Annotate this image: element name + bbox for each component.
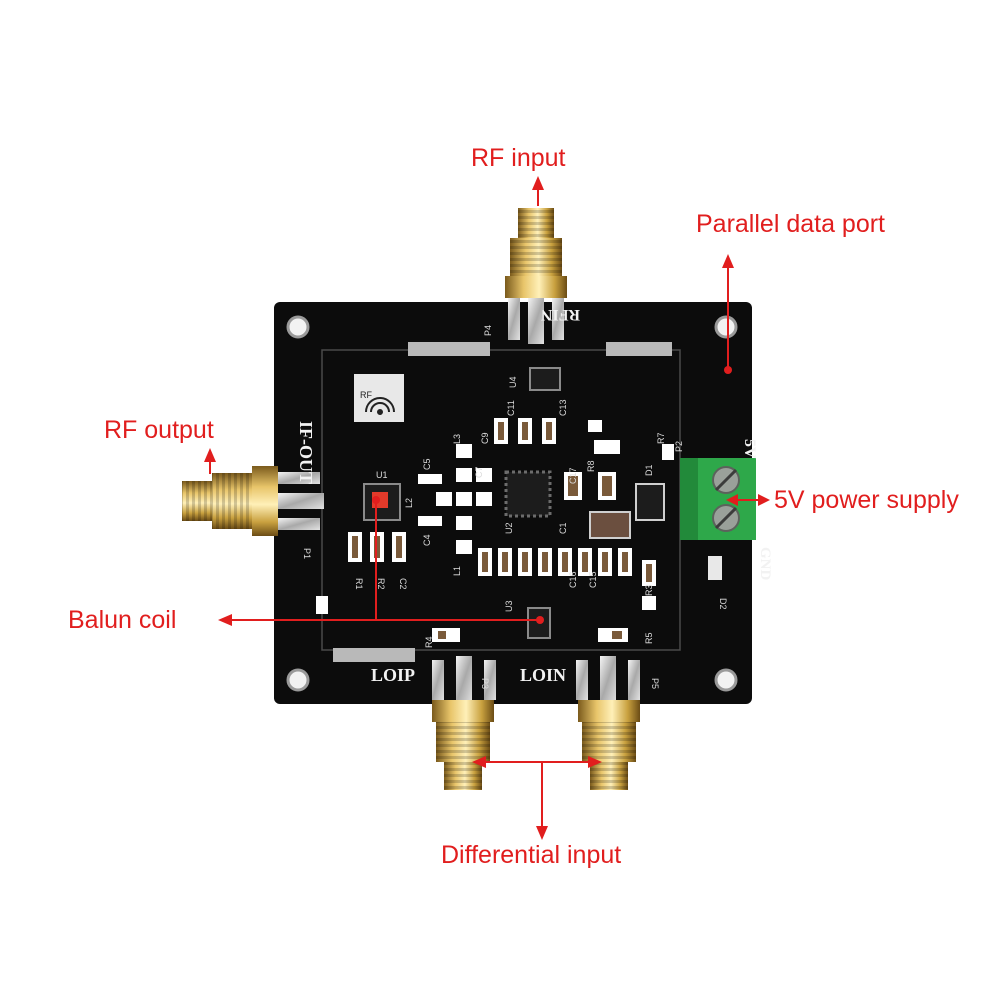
callout-rf-input: RF input: [471, 144, 566, 172]
led-d2: [708, 556, 722, 580]
svg-text:C11: C11: [506, 400, 516, 416]
svg-text:C16: C16: [568, 571, 578, 588]
callout-balun-coil: Balun coil: [68, 606, 177, 634]
sma-connector-loin: [576, 656, 640, 790]
sma-connector-rf-output: [182, 466, 324, 536]
svg-text:C7: C7: [474, 466, 484, 478]
svg-text:L1: L1: [452, 566, 462, 576]
silk-loip: LOIP: [371, 665, 415, 685]
ic-u1: [363, 483, 401, 521]
rf-logo-text: RF: [360, 390, 372, 400]
svg-text:L2: L2: [404, 498, 414, 508]
svg-text:C1: C1: [558, 522, 568, 534]
svg-text:C15: C15: [588, 571, 598, 588]
svg-text:C5: C5: [422, 458, 432, 470]
callout-5v-power-supply: 5V power supply: [774, 486, 959, 514]
screw-terminal-5v: [680, 458, 756, 540]
mixer-ic: [504, 470, 552, 518]
svg-text:R7: R7: [656, 432, 666, 444]
svg-text:U3: U3: [504, 600, 514, 612]
svg-text:D1: D1: [644, 464, 654, 476]
svg-text:P4: P4: [483, 325, 493, 336]
svg-text:C2: C2: [398, 578, 408, 590]
silk-loin: LOIN: [520, 665, 566, 685]
svg-text:C9: C9: [480, 432, 490, 444]
svg-text:R8: R8: [586, 460, 596, 472]
diode-d1: [635, 483, 665, 521]
svg-text:R1: R1: [354, 578, 364, 590]
sma-connector-rf-input: [505, 208, 567, 344]
svg-text:P5: P5: [650, 678, 660, 689]
svg-text:R2: R2: [376, 578, 386, 590]
callout-parallel-data-port: Parallel data port: [696, 210, 886, 238]
svg-text:L3: L3: [452, 434, 462, 444]
svg-text:P3: P3: [480, 678, 490, 689]
silk-if-out: IF-OUT: [296, 421, 316, 484]
svg-text:C13: C13: [558, 399, 568, 416]
svg-text:R3: R3: [644, 584, 654, 596]
svg-text:C17: C17: [568, 467, 578, 484]
tantalum-capacitor: [589, 511, 631, 539]
svg-text:U4: U4: [508, 376, 518, 388]
svg-text:R4: R4: [424, 636, 434, 648]
ic-u4: [529, 367, 561, 391]
rf-logo-icon: RF: [354, 374, 404, 422]
svg-text:C4: C4: [422, 534, 432, 546]
sma-connector-loip: [432, 656, 496, 790]
annotation-arrows: [204, 176, 770, 840]
silk-rfin: RFIN: [540, 306, 580, 323]
svg-text:D2: D2: [718, 598, 728, 610]
silkscreen-refdes: P4 P1 P2 P3 P5 U1 U2 U3 U4 D1 D2 R1 R2 C…: [302, 325, 728, 689]
svg-text:R5: R5: [644, 632, 654, 644]
silk-gnd: GND: [757, 547, 773, 581]
callout-differential-input: Differential input: [441, 841, 622, 869]
svg-text:P2: P2: [674, 441, 684, 452]
svg-text:P1: P1: [302, 548, 312, 559]
callout-rf-output: RF output: [104, 416, 214, 444]
svg-text:U2: U2: [504, 522, 514, 534]
smd-components: [316, 418, 674, 642]
silk-5v: 5V: [741, 439, 758, 459]
svg-text:U1: U1: [376, 470, 388, 480]
